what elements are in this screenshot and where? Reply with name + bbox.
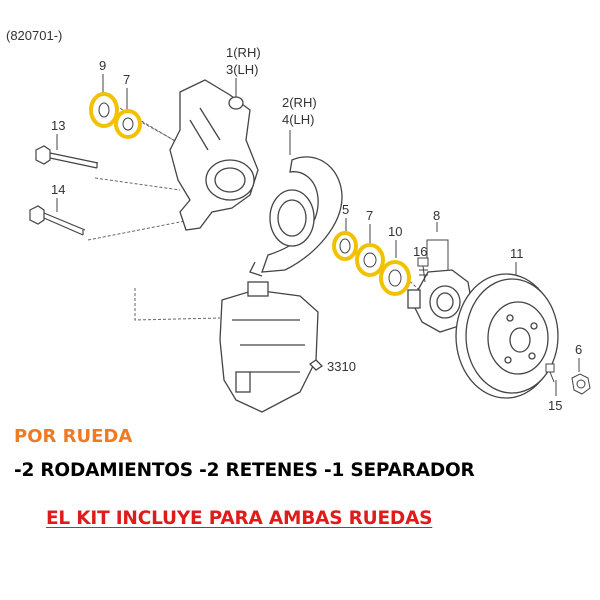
kit-contents-per-wheel: -2 RODAMIENTOS -2 RETENES -1 SEPARADOR (14, 460, 475, 481)
label-2-rh: 2(RH) (282, 95, 317, 110)
label-10: 10 (388, 224, 402, 239)
por-rueda-heading: POR RUEDA (14, 426, 133, 447)
brake-disc (455, 273, 559, 399)
label-4-lh: 4(LH) (282, 112, 315, 127)
exploded-parts-diagram: (820701-) (6, 28, 591, 413)
label-16: 16 (413, 244, 427, 259)
label-1-rh: 1(RH) (226, 45, 261, 60)
long-bolts (29, 145, 99, 236)
label-13: 13 (51, 118, 65, 133)
wheel-hub (407, 269, 473, 333)
label-6: 6 (575, 342, 582, 357)
dust-shield (249, 156, 343, 277)
label-5: 5 (342, 202, 349, 217)
brake-caliper (219, 281, 324, 413)
label-14: 14 (51, 182, 65, 197)
steering-knuckle (169, 79, 259, 231)
wheel-stud (417, 257, 429, 283)
part-labels: 1(RH) 3(LH) 9 7 13 14 2(RH) 4(LH) 5 7 10… (51, 45, 582, 413)
label-9: 9 (99, 58, 106, 73)
kit-includes-both-wheels: EL KIT INCLUYE PARA AMBAS RUEDAS (46, 508, 433, 529)
label-7b: 7 (366, 208, 373, 223)
label-15: 15 (548, 398, 562, 413)
label-7a: 7 (123, 72, 130, 87)
label-3-lh: 3(LH) (226, 62, 259, 77)
highlighted-bearings-seals (89, 92, 411, 296)
header-code: (820701-) (6, 28, 62, 43)
label-3310: 3310 (327, 359, 356, 374)
label-8: 8 (433, 208, 440, 223)
disc-screw-and-nut (545, 363, 591, 395)
label-11: 11 (510, 246, 524, 261)
